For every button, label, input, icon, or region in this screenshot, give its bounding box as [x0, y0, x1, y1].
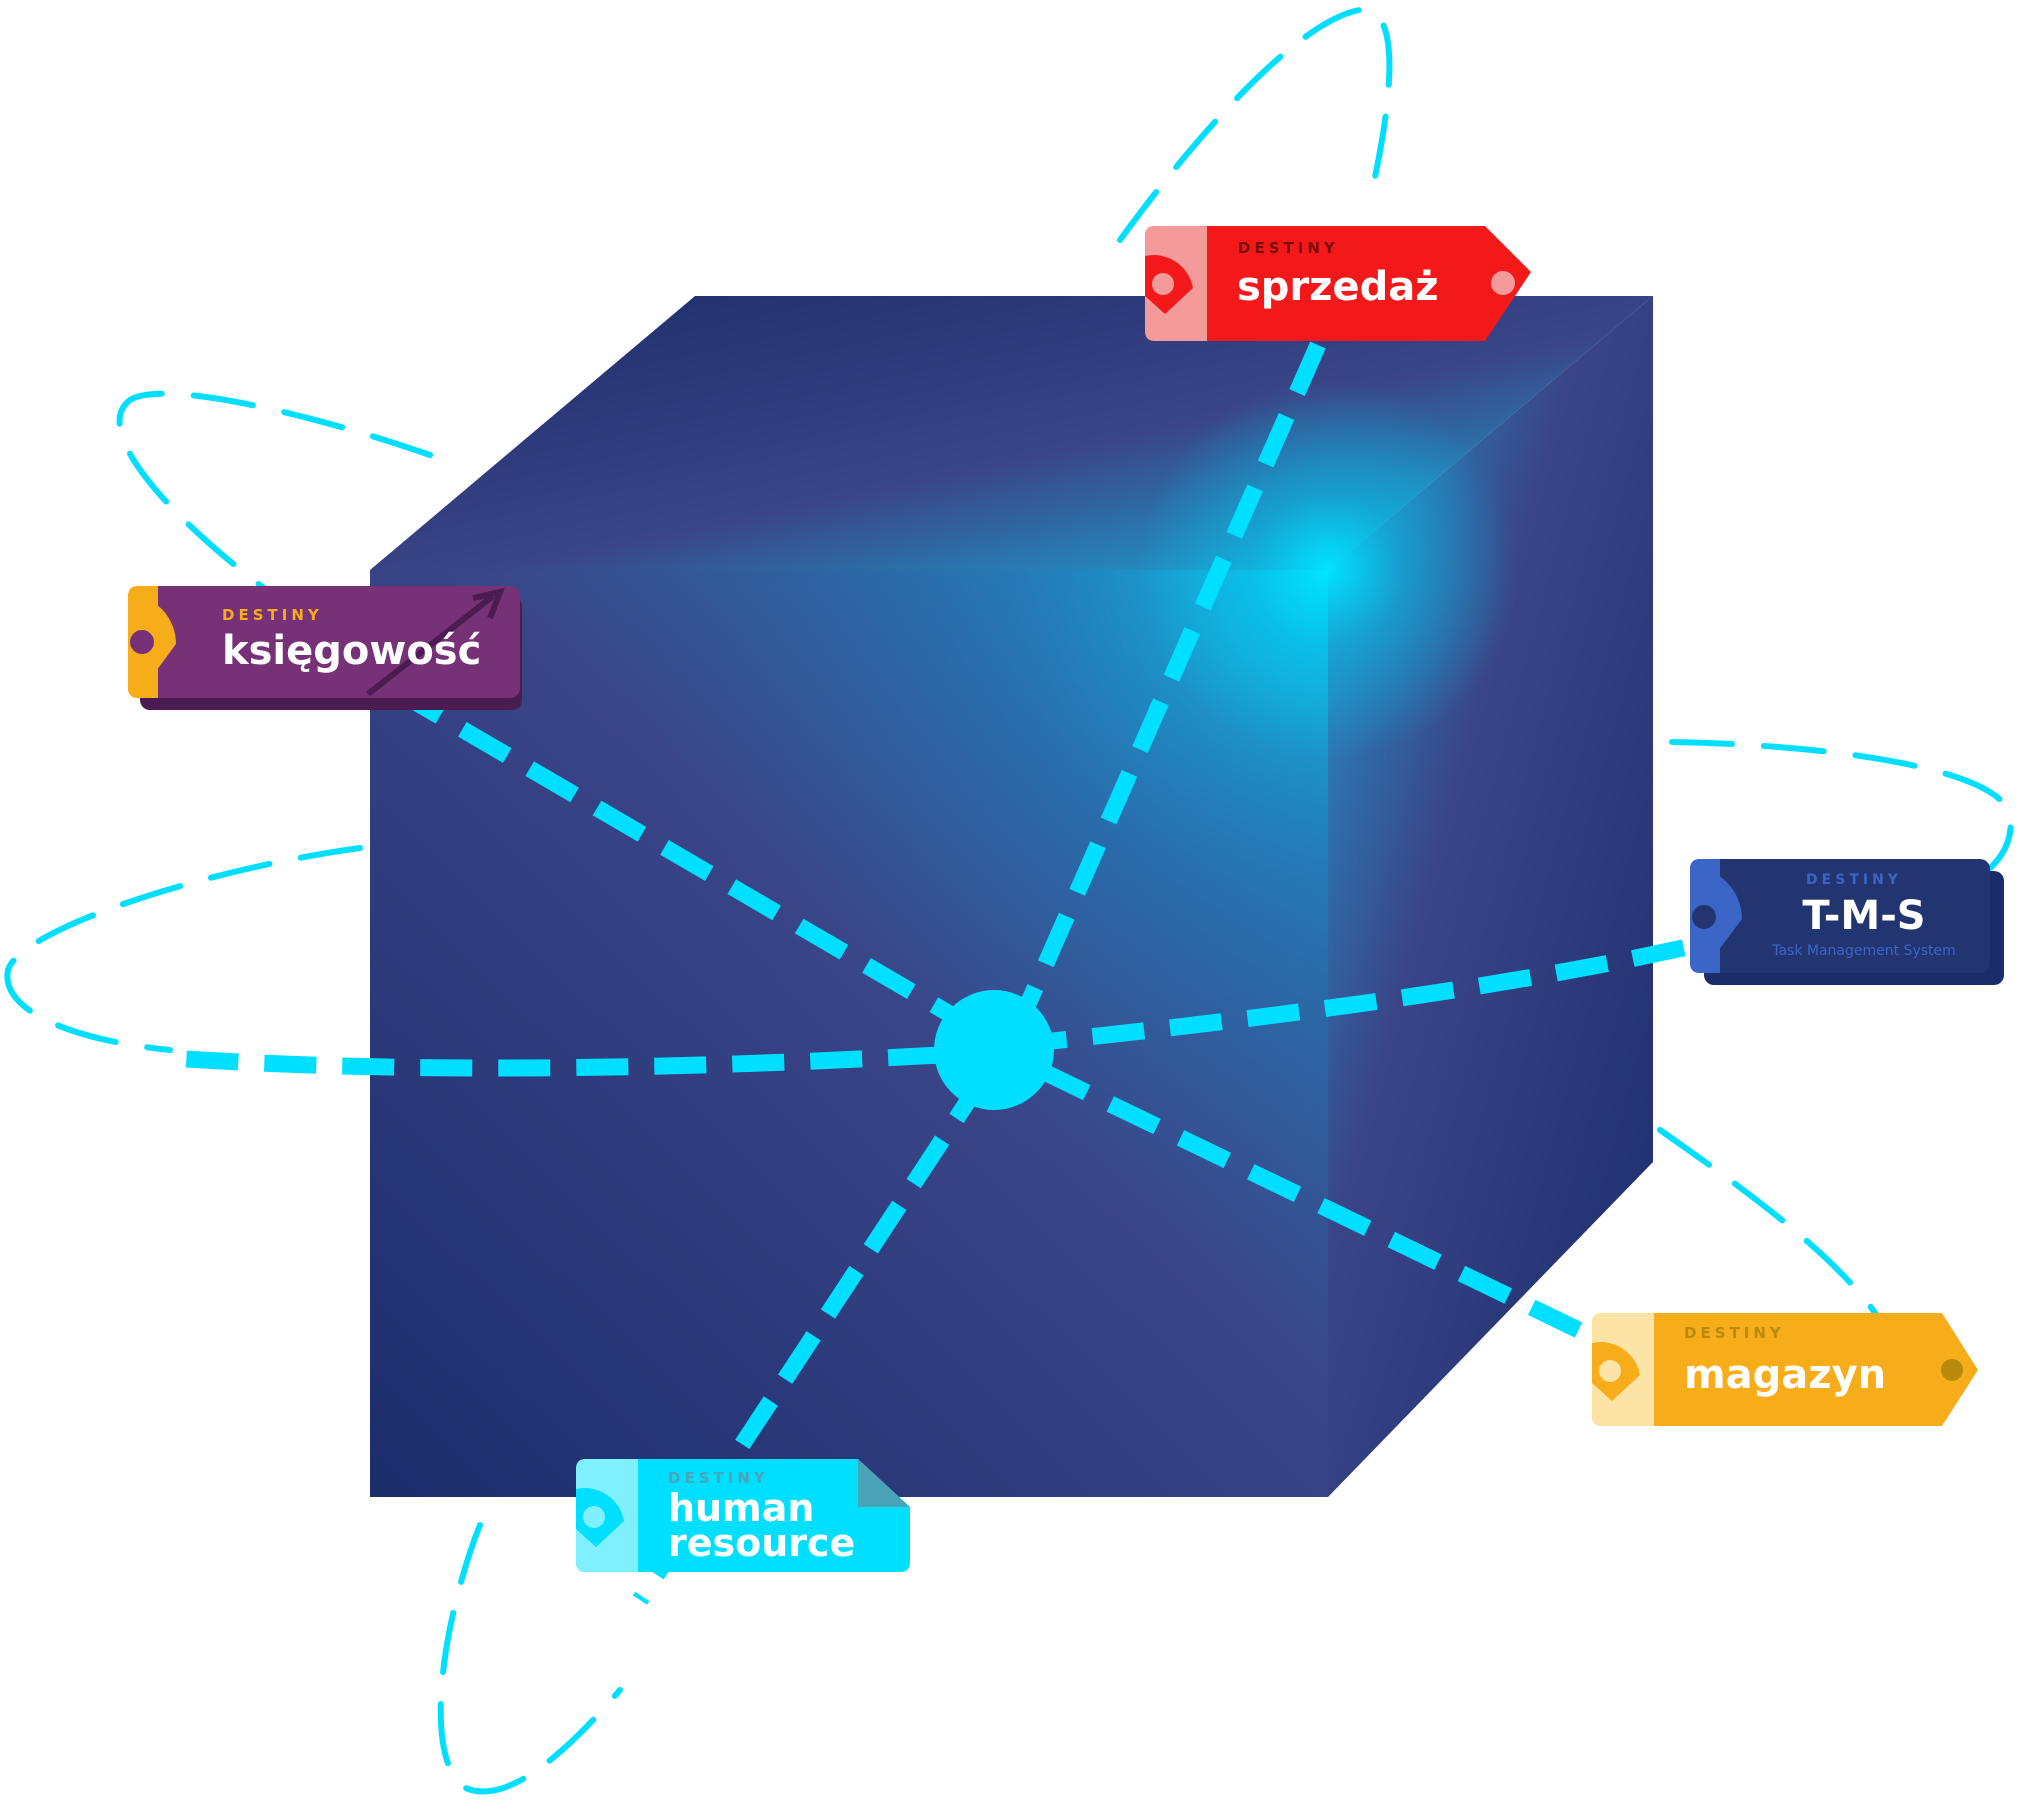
tag-ksiegowosc-title: księgowość — [222, 628, 481, 674]
orbit-line-ksiegowosc — [390, 682, 965, 1028]
tag-magazyn-brand: DESTINY — [1684, 1324, 1785, 1342]
tag-tms-title: T-M-S — [1802, 893, 1925, 939]
orbit-right-back — [1669, 739, 2014, 883]
tag-magazyn[interactable]: DESTINY magazyn — [1592, 1313, 1978, 1426]
orbit-line-tms — [1014, 933, 1712, 1054]
orbit-left-back — [116, 390, 433, 603]
tag-sprzedaz-title: sprzedaż — [1237, 264, 1438, 310]
tag-tms-subtitle: Task Management System — [1771, 943, 1956, 959]
cube — [370, 296, 1653, 1497]
tag-magazyn-title: magazyn — [1684, 1352, 1886, 1398]
orbit-top-back — [1117, 6, 1393, 243]
tag-sprzedaz-body — [1145, 226, 1531, 341]
tag-tms[interactable]: DESTINY T-M-S Task Management System — [1690, 859, 2004, 985]
tag-hole-icon — [1491, 271, 1515, 295]
tag-hr[interactable]: DESTINY human resource — [576, 1459, 910, 1572]
destiny-logo-icon — [1145, 255, 1193, 314]
orbit-right-lower-back — [1657, 1127, 1883, 1323]
orbit-line-sprzedaz — [1002, 341, 1326, 1049]
arrow-up-icon — [366, 587, 505, 697]
tag-hr-body — [576, 1459, 910, 1572]
tag-hr-fold — [858, 1459, 910, 1507]
orbit-line-left — [169, 1046, 941, 1077]
tag-hole-icon — [1941, 1359, 1963, 1381]
tag-tms-body — [1690, 859, 1990, 973]
tag-hr-title-line2: resource — [668, 1521, 855, 1565]
destiny-logo-icon — [576, 1488, 624, 1547]
tag-sprzedaz[interactable]: DESTINY sprzedaż — [1145, 226, 1531, 341]
tag-ksiegowosc-body — [128, 586, 520, 698]
center-hub — [934, 990, 1054, 1110]
destiny-logo-icon — [128, 594, 177, 682]
tag-sprzedaz-brand: DESTINY — [1238, 239, 1339, 257]
tag-magazyn-body — [1592, 1313, 1978, 1426]
orbit-line-hr — [632, 1070, 993, 1605]
tag-ksiegowosc-brand: DESTINY — [222, 606, 323, 624]
tag-tms-brand: DESTINY — [1806, 872, 1902, 888]
destiny-logo-icon — [1690, 867, 1742, 959]
tag-hr-brand: DESTINY — [668, 1469, 769, 1487]
cube-corner-glow — [1138, 380, 1518, 760]
orbit-back-segments — [4, 6, 2014, 1795]
tag-hr-title-line1: human — [668, 1486, 814, 1530]
orbit-mid-left-back — [4, 845, 363, 1053]
cube-front-glow — [370, 570, 1328, 1497]
orbit-front-lines — [169, 341, 1712, 1605]
tag-ksiegowosc[interactable]: DESTINY księgowość — [128, 586, 522, 710]
orbit-bottom-back — [437, 1522, 623, 1795]
orbit-line-magazyn — [1036, 1062, 1624, 1358]
destiny-logo-icon — [1592, 1342, 1640, 1401]
